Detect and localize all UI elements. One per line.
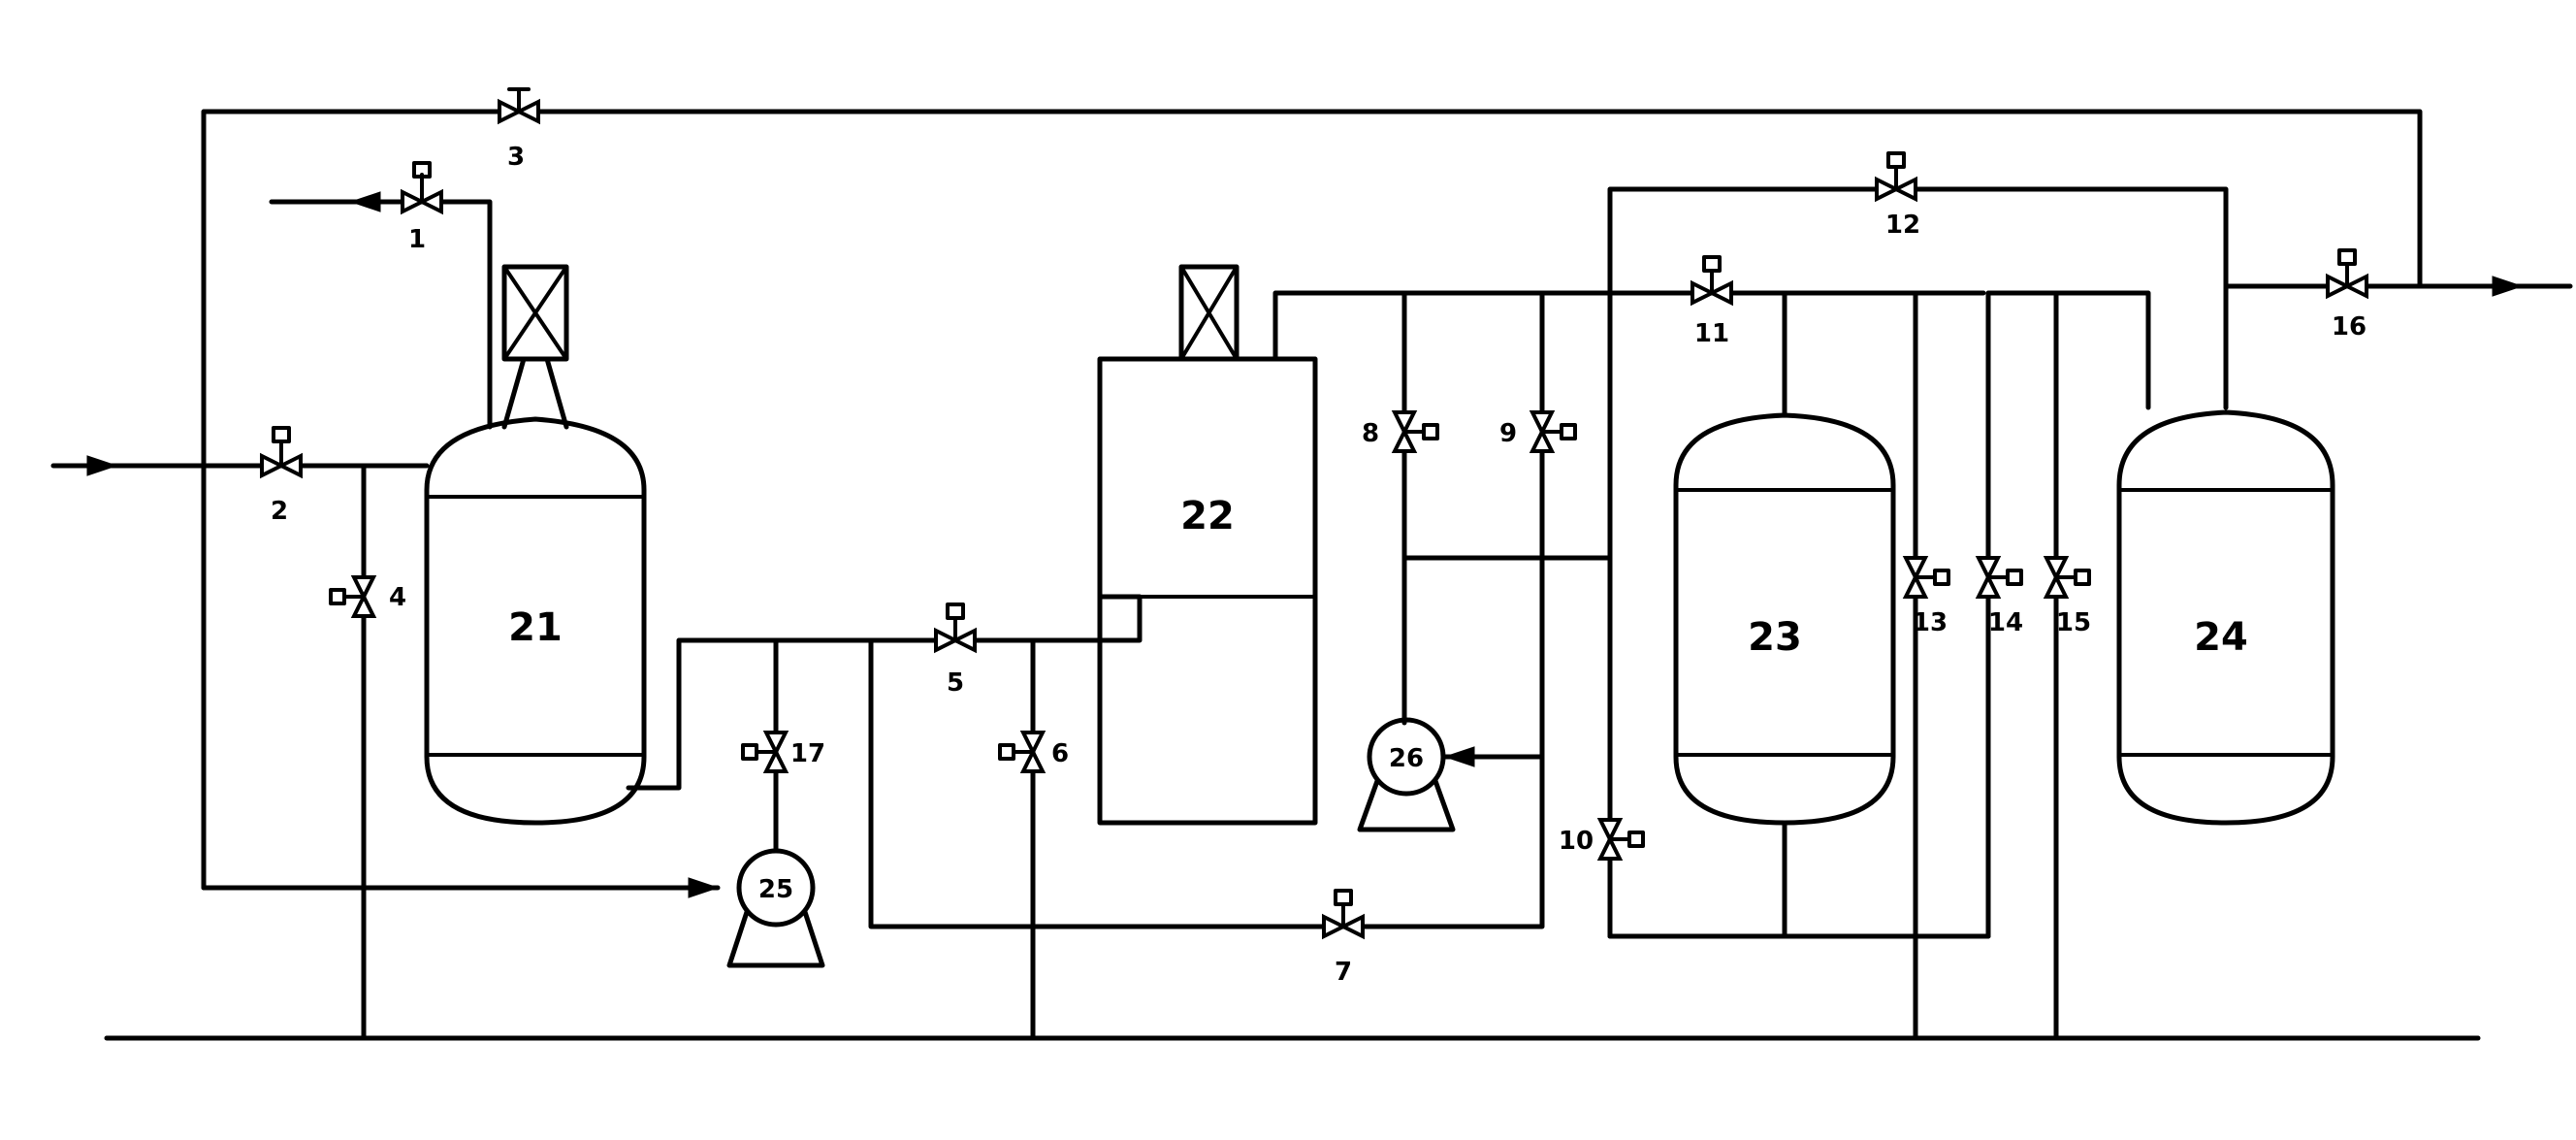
- vessel-21-agitator-support: [501, 356, 569, 430]
- valve-1: 1: [401, 161, 443, 254]
- valve-11: 11: [1690, 255, 1733, 348]
- vessel-21-label: 21: [508, 605, 563, 650]
- pump-25-casing: [736, 848, 816, 928]
- valve-10-label: 10: [1559, 827, 1594, 856]
- valve-14: 14: [1975, 556, 2023, 637]
- valve-10: 10: [1559, 818, 1645, 861]
- pump-26-label: 26: [1389, 744, 1424, 773]
- valve-12-label: 12: [1885, 211, 1920, 240]
- arrow-pump26: [1443, 746, 1475, 767]
- vessel-23-label: 23: [1748, 615, 1802, 660]
- line-v14: [1985, 290, 2151, 939]
- flow-arrows: [86, 191, 2524, 898]
- vessel-22-inlet-box: [1098, 595, 1142, 642]
- valve-7: 7: [1322, 889, 1365, 987]
- valve-15-label: 15: [2056, 608, 2091, 637]
- valve-15: 15: [2043, 556, 2091, 637]
- valve-2-label: 2: [271, 497, 288, 526]
- vessel-23: 23: [1673, 412, 1896, 826]
- pump-25-base: [726, 909, 825, 968]
- vessel-22: 22: [1097, 264, 1318, 826]
- valve-3: 3: [498, 87, 540, 172]
- arrow-pump25: [688, 877, 720, 898]
- piping: [50, 109, 2573, 1041]
- valve-1-label: 1: [408, 225, 426, 254]
- valve-11-label: 11: [1694, 319, 1729, 348]
- v24-outlet: [2223, 283, 2573, 410]
- valve-6-label: 6: [1051, 739, 1069, 768]
- valve-14-label: 14: [1988, 608, 2023, 637]
- valve-13-label: 13: [1913, 608, 1948, 637]
- valve-16-label: 16: [2332, 312, 2367, 342]
- pump-26-casing: [1367, 717, 1446, 797]
- valve-9: 9: [1499, 410, 1577, 453]
- valve-5-label: 5: [947, 668, 964, 698]
- valve-8-label: 8: [1362, 419, 1379, 448]
- vessel-22-label: 22: [1180, 494, 1235, 538]
- valve-9-label: 9: [1499, 419, 1517, 448]
- vessel-21-motor-x2: [502, 265, 568, 361]
- vessel-22-agitator-motor: [1178, 264, 1240, 362]
- arrow-outlet: [2492, 276, 2524, 297]
- vessel-24: 24: [2116, 409, 2335, 826]
- vessel-24-label: 24: [2194, 615, 2248, 660]
- pump-26-base: [1357, 778, 1456, 832]
- arrow-left-v1: [349, 191, 381, 212]
- pump-25-label: 25: [758, 875, 793, 904]
- vessel-22-body: [1097, 356, 1318, 826]
- valve-5: 5: [934, 603, 977, 698]
- valve-17-label: 17: [790, 739, 825, 768]
- valve-4: 4: [329, 575, 406, 618]
- valve-17: 17: [741, 731, 825, 773]
- vessel-22-motor-x2: [1179, 265, 1239, 361]
- valve-7-label: 7: [1335, 958, 1352, 987]
- valve-2: 2: [260, 426, 303, 526]
- valve-4-label: 4: [389, 583, 406, 612]
- valve-16: 16: [2326, 248, 2368, 342]
- pump-26: 26: [1357, 717, 1456, 832]
- vent-line-v1: [269, 199, 493, 430]
- valve-13: 13: [1902, 556, 1950, 637]
- valve-3-label: 3: [507, 143, 525, 172]
- top-bypass-line: [201, 109, 2423, 891]
- loop-v7: [868, 290, 1545, 929]
- vessel-21: 21: [424, 264, 647, 826]
- valve-12: 12: [1875, 151, 1920, 240]
- v22-vapor-line: [1272, 290, 1986, 362]
- v21-outlet: [626, 637, 1099, 791]
- arrow-feed: [86, 455, 118, 476]
- v22-inlet: [1093, 594, 1143, 643]
- valve-8: 8: [1362, 410, 1439, 453]
- valve-6: 6: [998, 731, 1069, 773]
- valves: 1 2 3 4: [260, 87, 2368, 987]
- pump-25: 25: [726, 848, 825, 968]
